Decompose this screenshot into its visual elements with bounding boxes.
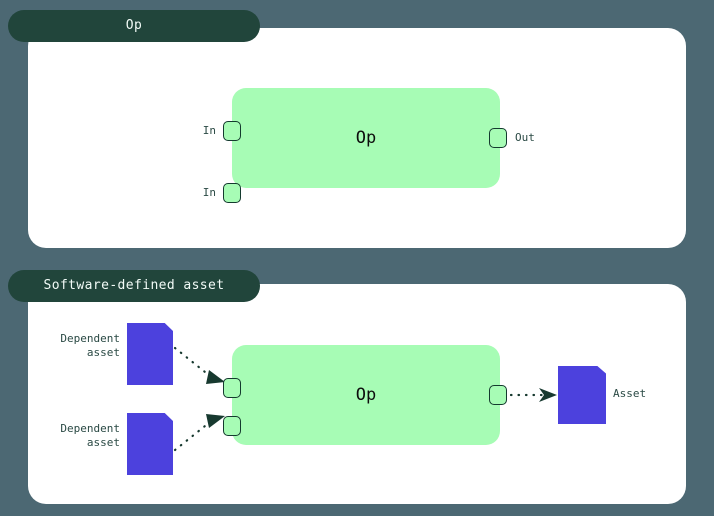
dependent-asset-icon-2[interactable] <box>127 413 173 475</box>
op-output-port-1-label: Out <box>515 131 535 144</box>
dependent-asset-label-1: Dependent asset <box>60 332 120 359</box>
op-input-port-2-label: In <box>202 186 216 199</box>
panel-software-defined-asset: Op Dependent asset Dependent asset Asset <box>28 284 686 504</box>
sda-op-node[interactable]: Op <box>232 345 500 445</box>
sda-input-port-2-label <box>168 416 216 436</box>
panel-tab-software-defined-asset[interactable]: Software-defined asset <box>8 270 260 302</box>
asset-label: Asset <box>613 387 647 400</box>
op-node-top[interactable]: Op <box>232 88 500 188</box>
op-output-port-1[interactable] <box>489 128 507 148</box>
connector-dependent-asset-2 <box>173 414 225 452</box>
op-input-port-1[interactable] <box>223 121 241 141</box>
sda-input-port-1-label <box>168 378 216 398</box>
panel-tab-op[interactable]: Op <box>8 10 260 42</box>
connector-dependent-asset-1 <box>173 346 225 384</box>
dependent-asset-label-2: Dependent asset <box>60 422 120 449</box>
sda-input-port-2[interactable] <box>223 416 241 436</box>
sda-input-port-1[interactable] <box>223 378 241 398</box>
arrowhead-icon <box>206 414 225 428</box>
sda-output-port-1[interactable] <box>489 385 507 405</box>
connector-downstream-asset <box>509 388 557 402</box>
arrowhead-icon <box>206 370 225 384</box>
asset-icon[interactable] <box>558 366 606 424</box>
op-node-label: Op <box>355 128 377 148</box>
op-input-port-1-label: In <box>202 124 216 137</box>
arrowhead-icon <box>539 388 557 402</box>
dependent-asset-icon-1[interactable] <box>127 323 173 385</box>
panel-op: Op In In Out <box>28 28 686 248</box>
op-input-port-2[interactable] <box>223 183 241 203</box>
sda-op-node-label: Op <box>355 385 377 405</box>
